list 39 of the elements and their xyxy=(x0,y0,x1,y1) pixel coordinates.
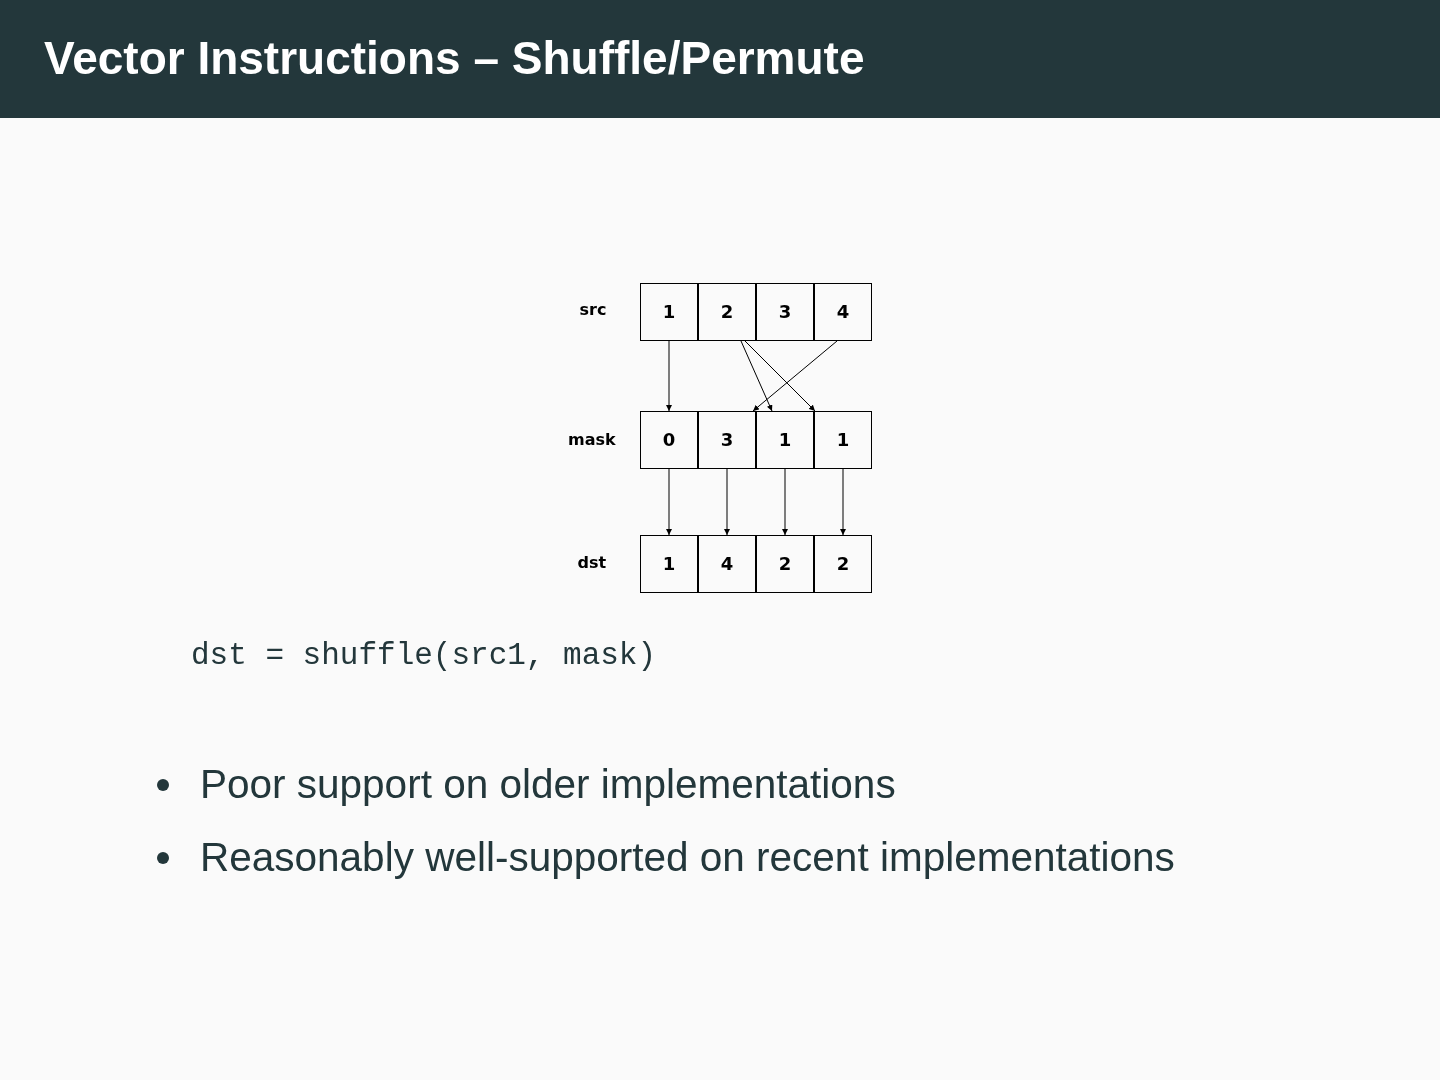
cell-value: 4 xyxy=(720,554,734,574)
array-cell xyxy=(640,411,698,469)
arrow xyxy=(666,468,672,536)
cell-value: 3 xyxy=(778,302,792,322)
array-cell xyxy=(756,283,814,341)
arrow xyxy=(666,340,672,412)
code-line: dst = shuffle(src1, mask) xyxy=(191,638,657,674)
array-cell xyxy=(814,535,872,593)
cell-value: 1 xyxy=(662,554,676,574)
array-cell xyxy=(756,411,814,469)
row-label: mask xyxy=(568,430,616,450)
slide-title: Vector Instructions – Shuffle/Permute xyxy=(44,31,865,86)
cell-value: 2 xyxy=(836,554,850,574)
row-label: dst xyxy=(577,553,607,573)
cell-value: 4 xyxy=(836,302,850,322)
array-cell xyxy=(698,283,756,341)
array-cell xyxy=(698,411,756,469)
arrow xyxy=(724,468,730,536)
cell-value: 2 xyxy=(720,302,734,322)
array-cell xyxy=(640,283,698,341)
array-cell xyxy=(756,535,814,593)
bullet-text: Poor support on older implementations xyxy=(200,761,896,807)
cell-value: 1 xyxy=(836,430,850,450)
arrow xyxy=(740,340,773,412)
bullet-text: Reasonably well-supported on recent implementations xyxy=(200,834,1175,880)
cell-value: 3 xyxy=(720,430,734,450)
arrow xyxy=(744,340,816,412)
arrow xyxy=(782,468,788,536)
cell-value: 2 xyxy=(778,554,792,574)
array-cell xyxy=(698,535,756,593)
array-cell xyxy=(814,411,872,469)
arrow xyxy=(752,340,838,412)
cell-value: 0 xyxy=(662,430,676,450)
cell-value: 1 xyxy=(778,430,792,450)
cell-value: 1 xyxy=(662,302,676,322)
arrow xyxy=(840,468,846,536)
row-label: src xyxy=(579,300,607,320)
array-cell xyxy=(814,283,872,341)
array-cell xyxy=(640,535,698,593)
